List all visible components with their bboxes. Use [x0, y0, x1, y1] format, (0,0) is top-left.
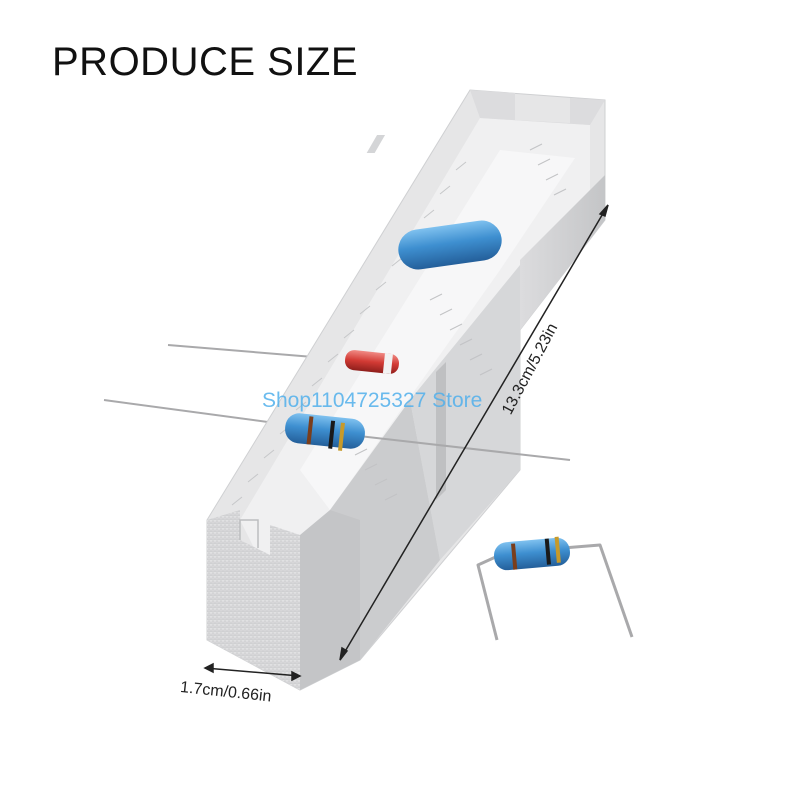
resistor-banded-front [285, 413, 571, 461]
store-watermark: Shop1104725327 Store [262, 389, 483, 412]
bending-tool-body [206, 89, 606, 691]
resistor-large-blue [398, 220, 502, 270]
dimension-arrow-width [203, 662, 302, 682]
diode-red [344, 350, 400, 375]
resistor-bent-example [476, 536, 634, 641]
dimension-arrow-length [339, 204, 609, 661]
page-title: PRODUCE SIZE [52, 40, 359, 84]
